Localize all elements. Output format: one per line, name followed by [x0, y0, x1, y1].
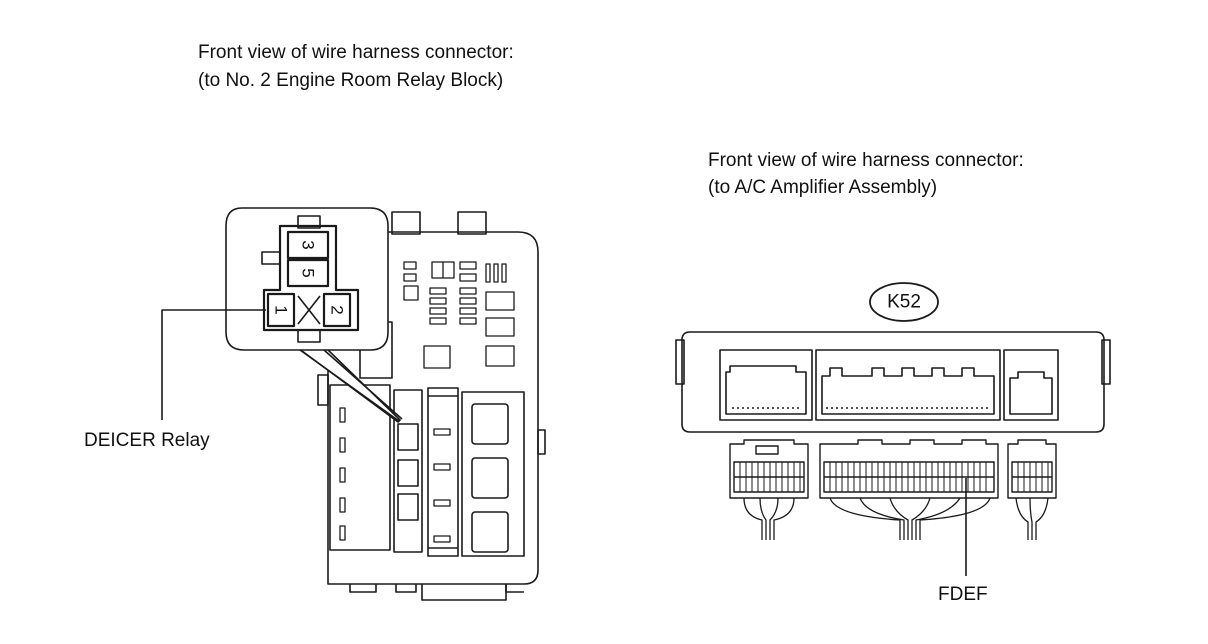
terminal-1: 1 — [272, 305, 291, 314]
terminal-3: 3 — [299, 240, 318, 249]
left-caption-line1: Front view of wire harness connector: — [198, 42, 514, 63]
right-caption-line2: (to A/C Amplifier Assembly) — [708, 177, 938, 198]
k52-label: K52 — [887, 292, 921, 313]
relay-connector-callout — [225, 207, 403, 423]
terminal-2: 2 — [328, 305, 347, 314]
k52-badge — [869, 282, 939, 322]
deicer-relay-label: DEICER Relay — [84, 430, 210, 451]
terminal-5: 5 — [299, 268, 318, 277]
right-caption-line1: Front view of wire harness connector: — [708, 150, 1024, 171]
ac-amplifier — [675, 282, 1111, 576]
fdef-terminal-label: FDEF — [938, 584, 988, 605]
left-caption-line2: (to No. 2 Engine Room Relay Block) — [198, 70, 504, 91]
deicer-relay-leader — [161, 309, 266, 420]
relay-block — [317, 211, 546, 601]
